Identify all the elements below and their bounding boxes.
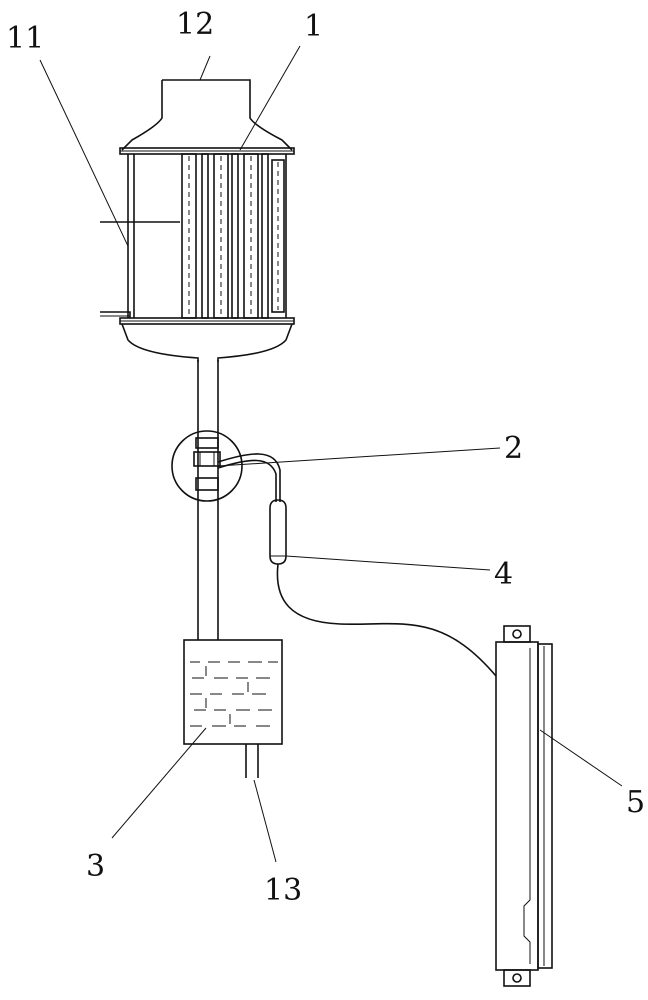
label-2: 2 xyxy=(504,431,523,466)
label-4: 4 xyxy=(494,557,513,592)
vessel-body xyxy=(100,147,295,325)
label-13: 13 xyxy=(264,873,302,908)
signal-wire xyxy=(276,563,497,677)
controller-unit xyxy=(269,499,287,565)
label-5: 5 xyxy=(626,785,645,820)
label-11: 11 xyxy=(6,21,44,56)
top-outlet xyxy=(121,79,293,151)
label-1: 1 xyxy=(304,9,323,44)
flow-sensor xyxy=(171,430,243,502)
bottom-cone xyxy=(121,323,293,362)
control-panel-module xyxy=(495,625,553,987)
label-3: 3 xyxy=(86,849,105,884)
label-12: 12 xyxy=(176,7,214,42)
water-tank xyxy=(183,639,283,778)
filter-cartridges xyxy=(181,153,285,319)
leader-lines xyxy=(39,45,623,863)
